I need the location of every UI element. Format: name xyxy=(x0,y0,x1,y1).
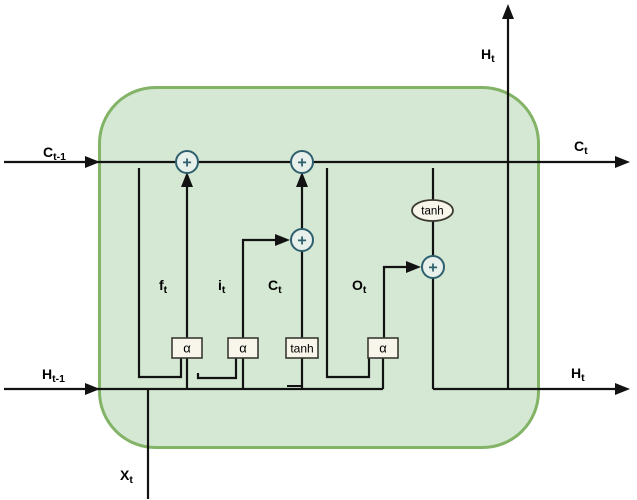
output-branch-line xyxy=(325,168,371,379)
label-base: O xyxy=(352,277,363,293)
forget-add-operator: + xyxy=(175,150,199,174)
hidden-in-arrowhead xyxy=(85,383,100,395)
label-base: H xyxy=(42,366,52,382)
input-gate-arrowhead xyxy=(275,234,290,246)
forget-gate-box-label: α xyxy=(183,341,191,356)
cell-state-in-arrowhead xyxy=(85,156,100,168)
label-input-gate: it xyxy=(218,277,226,296)
plus-sign: + xyxy=(297,233,306,250)
candidate-gate-box-shape xyxy=(285,337,319,359)
lstm-cell-container xyxy=(98,86,540,449)
cell-update-add-operator: + xyxy=(290,150,314,174)
label-subscript: t xyxy=(491,53,495,65)
label-base: C xyxy=(574,138,584,154)
label-hidden-state-out-right: Ht xyxy=(571,365,585,384)
label-base: C xyxy=(43,144,53,160)
hidden-top-arrowhead xyxy=(502,4,514,19)
plus-circle-icon xyxy=(421,255,445,279)
label-base: H xyxy=(571,365,581,381)
label-subscript: t xyxy=(581,372,585,384)
label-forget-gate: ft xyxy=(159,277,168,296)
input-gate-box-shape xyxy=(227,337,259,359)
label-base: H xyxy=(481,46,491,62)
label-base: i xyxy=(218,277,222,293)
candidate-gate-box: tanh xyxy=(285,337,319,359)
label-output-gate: Ot xyxy=(352,277,367,296)
label-hidden-state-in: Ht-1 xyxy=(42,366,65,385)
input-candidate-add-operator: + xyxy=(290,228,314,252)
plus-circle-icon xyxy=(290,150,314,174)
forget-branch-line xyxy=(137,168,183,379)
forget-gate-box-shape xyxy=(171,337,203,359)
input-branch-line xyxy=(196,358,238,380)
tanh-ellipse-label: tanh xyxy=(421,206,443,218)
plus-sign: + xyxy=(428,260,437,277)
output-gate-box-shape xyxy=(367,337,399,359)
label-subscript: t xyxy=(278,284,282,296)
output-gate-box: α xyxy=(367,337,399,359)
input-gate-box-label: α xyxy=(239,341,247,356)
label-base: C xyxy=(268,277,278,293)
candidate-gate-box-label: tanh xyxy=(290,342,313,356)
label-subscript: t-1 xyxy=(53,151,66,163)
cell-state-out-arrowhead xyxy=(615,156,630,168)
label-base: X xyxy=(120,467,130,483)
output-add-operator: + xyxy=(421,255,445,279)
label-subscript: t xyxy=(129,474,133,486)
plus-sign: + xyxy=(297,155,306,172)
forget-gate-box: α xyxy=(171,337,203,359)
label-candidate: Ct xyxy=(268,277,282,296)
label-subscript: t xyxy=(363,284,367,296)
label-cell-state-in: Ct-1 xyxy=(43,144,66,163)
label-subscript: t xyxy=(222,284,226,296)
tanh-ellipse-shape xyxy=(411,199,454,222)
output-gate-wire xyxy=(382,265,415,338)
hidden-out-arrowhead xyxy=(615,383,630,395)
label-subscript: t xyxy=(584,145,588,157)
candidate-gate-arrowhead xyxy=(296,172,308,187)
label-subscript: t xyxy=(164,284,168,296)
plus-sign: + xyxy=(182,155,191,172)
forget-gate-arrowhead xyxy=(181,172,193,187)
plus-circle-icon xyxy=(175,150,199,174)
input-gate-box: α xyxy=(227,337,259,359)
output-activation-node: tanh xyxy=(411,199,454,222)
input-gate-wire xyxy=(241,238,284,338)
output-gate-box-label: α xyxy=(379,341,387,356)
label-cell-state-out: Ct xyxy=(574,138,588,157)
output-gate-arrowhead xyxy=(406,261,421,273)
label-subscript: t-1 xyxy=(52,373,65,385)
plus-circle-icon xyxy=(290,228,314,252)
label-input-x: Xt xyxy=(120,467,133,486)
label-base: f xyxy=(159,277,164,293)
label-hidden-state-out-top: Ht xyxy=(481,46,495,65)
